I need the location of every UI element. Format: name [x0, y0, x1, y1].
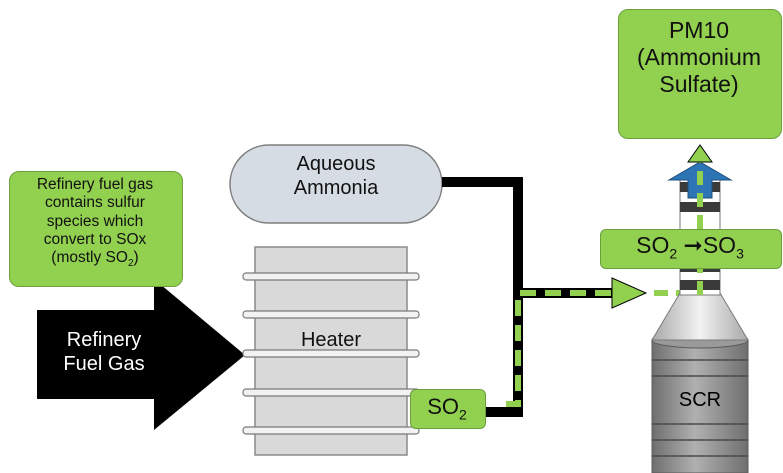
pm10-label-line-2: (Ammonium — [637, 44, 761, 71]
ammonia-label-line-1: Aqueous — [296, 153, 376, 175]
conversion-arrow-icon: ➞ — [683, 233, 703, 259]
heater-band-1 — [242, 272, 420, 281]
conversion-right-main: SO — [702, 232, 737, 258]
heater-label: Heater — [300, 329, 362, 351]
sulfur-note-box — [9, 171, 183, 287]
pm10-label: PM10 (Ammonium Sulfate) — [618, 17, 780, 98]
fuel-gas-arrow — [37, 279, 245, 430]
heater-band-4 — [242, 388, 420, 397]
fuel-gas-label-line-2: Fuel Gas — [63, 352, 145, 375]
note-line-5-prefix: (mostly SO — [51, 249, 128, 267]
note-line-5: (mostly SO2) — [9, 249, 181, 270]
so2-badge-sub: 2 — [459, 406, 467, 423]
so2-badge — [410, 389, 486, 429]
note-line-5-sub: 2 — [127, 258, 134, 270]
heater-band-3 — [242, 349, 420, 358]
conversion-right-sub: 3 — [736, 245, 744, 262]
pm10-label-line-3: Sulfate) — [659, 71, 739, 98]
note-line-5-suffix: ) — [133, 249, 139, 267]
conversion-left-sub: 2 — [669, 245, 678, 262]
so2-dashed-path — [506, 290, 618, 407]
conversion-text: SO2 ➞SO3 — [600, 232, 780, 262]
so2-badge-text: SO2 — [410, 394, 484, 423]
note-line-4: convert to SOx — [43, 230, 147, 248]
ammonia-line — [442, 177, 523, 417]
pm10-box — [618, 9, 782, 139]
scr-label: SCR — [678, 389, 722, 411]
fuel-gas-label-line-1: Refinery — [66, 329, 142, 351]
conversion-left-main: SO — [636, 232, 670, 258]
ammonia-label-line-2: Ammonia — [293, 176, 379, 199]
pm10-label-line-1: PM10 — [668, 17, 730, 43]
so2-arrowhead — [611, 277, 648, 309]
pm10-arrowhead — [687, 144, 713, 163]
so2-badge-main: SO — [427, 394, 459, 419]
heater — [242, 246, 420, 456]
ammonia-label: Aqueous Ammonia — [230, 153, 442, 200]
note-line-1: Refinery fuel gas — [36, 176, 154, 193]
note-line-2: contains sulfur — [45, 194, 145, 212]
heater-band-5 — [242, 426, 420, 435]
conversion-box — [600, 229, 782, 269]
note-line-3: species which — [46, 212, 144, 230]
sulfur-note-text: Refinery fuel gas contains sulfur specie… — [9, 176, 181, 270]
heater-band-2 — [242, 310, 420, 319]
fuel-gas-label: Refinery Fuel Gas — [44, 329, 164, 376]
